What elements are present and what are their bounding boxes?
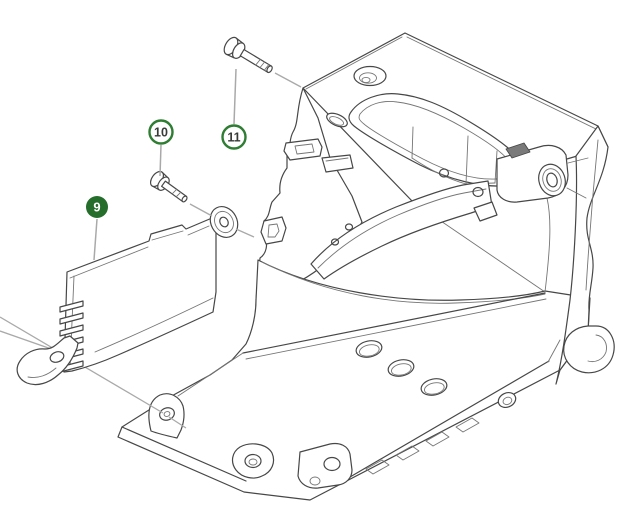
callout-leader-lines (93, 68, 237, 261)
housing-assembly-part (117, 32, 615, 501)
cover-plate-face (63, 217, 217, 373)
short-screw-part (149, 170, 188, 203)
leader-line-11 (233, 68, 237, 125)
screw-boss (353, 65, 387, 87)
callout-9-badge[interactable] (86, 196, 108, 218)
callout-11-badge[interactable] (221, 124, 247, 150)
rail-slots (365, 392, 517, 475)
callout-9-label: 9 (93, 200, 100, 215)
callout-10-label: 10 (154, 126, 168, 140)
screw-11-axis (274, 72, 302, 88)
right-wall (555, 125, 609, 385)
cover-plate-part (16, 206, 239, 386)
callout-11-label: 11 (227, 131, 240, 145)
av-mount-cylinder (496, 142, 589, 203)
callout-11[interactable]: 11 (221, 124, 247, 150)
right-foot (563, 325, 615, 374)
cover-handle (16, 335, 79, 386)
slot-hole (326, 112, 348, 128)
long-screw-part (223, 36, 273, 74)
leader-line-10 (159, 144, 162, 177)
cover-eyelet (209, 206, 239, 238)
mounting-ear (148, 393, 185, 439)
screw-10-axis (189, 203, 255, 238)
spring-clip (283, 138, 354, 173)
callout-10-badge[interactable] (148, 119, 174, 145)
callout-10[interactable]: 10 (148, 119, 174, 145)
tank-body (117, 197, 591, 501)
hook-mount (260, 216, 287, 245)
callout-9[interactable]: 9 (86, 196, 108, 218)
mounting-boss (231, 442, 353, 489)
floor-holes (355, 340, 448, 396)
leader-line-9 (93, 218, 98, 261)
brace-strap (310, 168, 498, 280)
